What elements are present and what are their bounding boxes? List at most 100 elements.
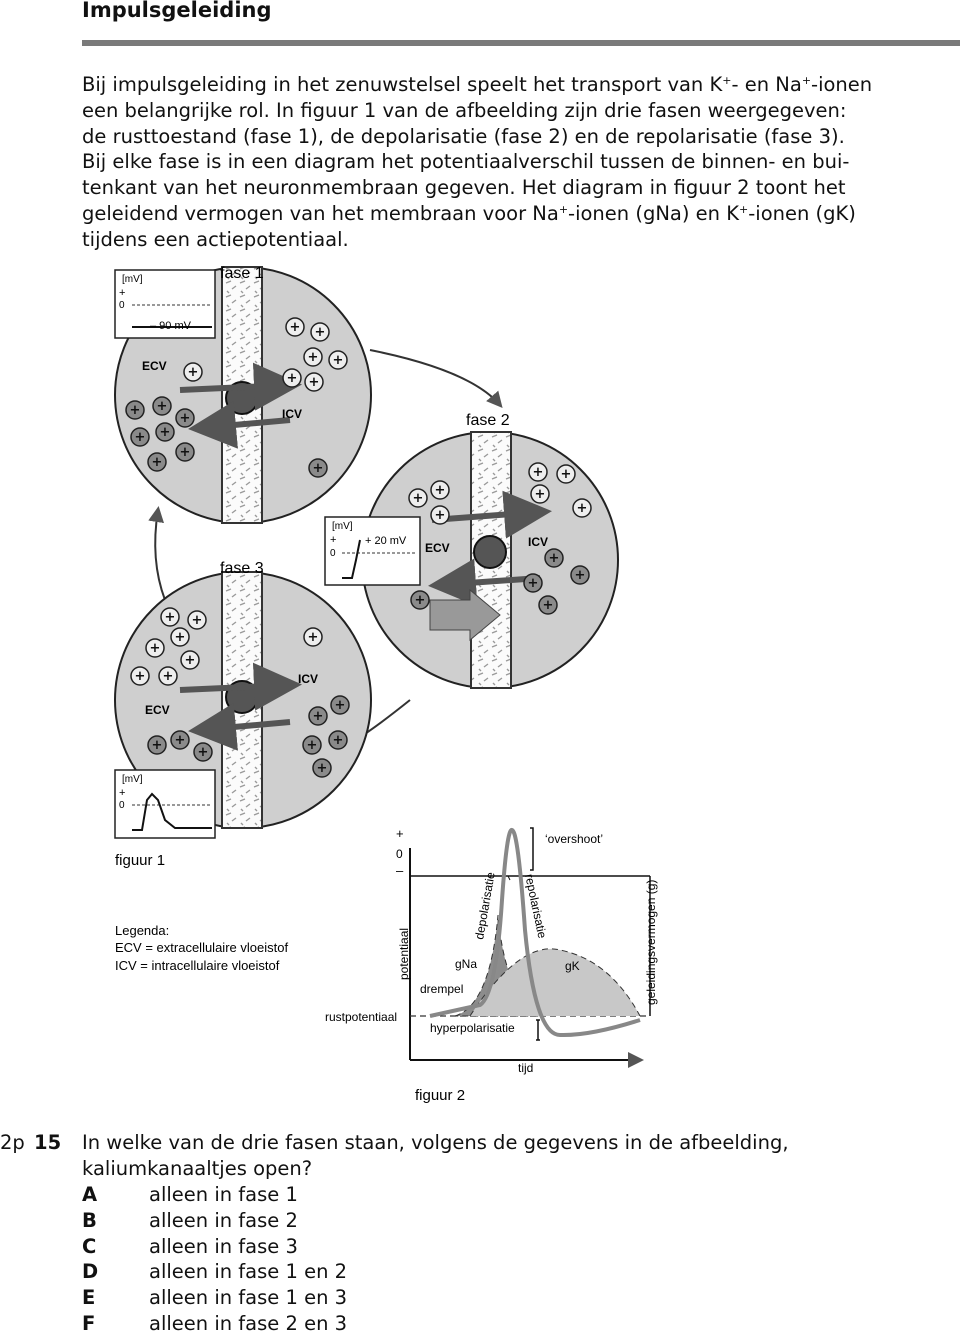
ion-plus-sign: + — [577, 501, 588, 516]
ion-plus-sign: + — [152, 738, 163, 753]
ion-plus-sign: + — [549, 551, 560, 566]
ion-plus-sign: + — [335, 698, 346, 713]
potentiaal-label: potentiaal — [397, 928, 411, 980]
cycle-arrow-3-1 — [148, 506, 166, 601]
phase-2-icv: ICV — [528, 535, 548, 549]
ion-plus-sign: + — [135, 669, 146, 684]
rustpotentiaal-label: rustpotentiaal — [325, 1010, 397, 1024]
ion-plus-sign: + — [333, 353, 344, 368]
legend-ecv: ECV = extracellulaire vloeistof — [115, 940, 288, 955]
ion-plus-sign: + — [575, 568, 586, 583]
phase-1-panel: fase 1 ECV ICV ++++++++ +++++++ [mV] + 0… — [114, 265, 372, 524]
ion-plus-sign: + — [135, 430, 146, 445]
svg-text:+: + — [119, 287, 125, 299]
ion-plus-sign: + — [308, 350, 319, 365]
intro-line-7: tijdens een actiepotentiaal. — [82, 227, 349, 251]
svg-text:0: 0 — [119, 800, 125, 811]
geleidingsvermogen-label: geleidingsvermogen (g) — [644, 880, 658, 1005]
ion-plus-sign: + — [160, 425, 171, 440]
ion-plus-sign: + — [533, 465, 544, 480]
gna-curve — [454, 914, 542, 1017]
phase-1-icv: ICV — [282, 407, 302, 421]
ion-plus-sign: + — [175, 630, 186, 645]
intro-line-3: de rusttoestand (fase 1), de depolarisat… — [82, 124, 845, 148]
legend-title: Legenda: — [115, 923, 169, 938]
phase-2-graph — [324, 516, 421, 586]
tijd-label: tijd — [518, 1061, 533, 1075]
ion-plus-sign: + — [415, 593, 426, 608]
ion-plus-sign: + — [163, 669, 174, 684]
intro-line-5: tenkant van het neuronmembraan gegeven. … — [82, 176, 846, 200]
ion-plus-sign: + — [309, 375, 320, 390]
phase-2-label: fase 2 — [466, 412, 510, 429]
intro-line-1: Bij impulsgeleiding in het zenuwstelsel … — [82, 73, 873, 96]
ion-plus-sign: + — [307, 738, 318, 753]
overshoot-label: ‘overshoot’ — [545, 832, 603, 846]
phase-1-ions-icv: +++++++ — [282, 317, 348, 478]
ion-plus-sign: + — [165, 610, 176, 625]
gk-label: gK — [565, 959, 580, 973]
ion-plus-sign: + — [180, 411, 191, 426]
intro-line-6: geleidend vermogen van het membraan voor… — [82, 201, 856, 225]
gna-label: gNa — [455, 957, 477, 971]
phase-2-channel — [473, 535, 507, 569]
phase-3-icv: ICV — [298, 672, 318, 686]
svg-text:+: + — [119, 787, 125, 799]
ion-plus-sign: + — [543, 598, 554, 613]
phase-3-ecv: ECV — [145, 703, 170, 717]
ion-plus-sign: + — [413, 491, 424, 506]
phase-3-label: fase 3 — [220, 560, 264, 577]
question-points: 2p — [0, 1131, 25, 1154]
action-potential-curve — [429, 827, 641, 1038]
phase-3-ions: ++++++++++++++++ — [130, 607, 350, 778]
phase-2-graph-unit: [mV] — [332, 521, 353, 532]
svg-text:+: + — [396, 826, 404, 841]
phase-1-ions-ecv: ++++++++ — [125, 362, 203, 472]
ion-plus-sign: + — [313, 709, 324, 724]
question-number: 15 — [34, 1131, 62, 1154]
phase-2-ecv: ECV — [425, 541, 450, 555]
title-rule — [82, 40, 960, 46]
ion-plus-sign: + — [435, 483, 446, 498]
ion-plus-sign: + — [192, 613, 203, 628]
ion-plus-sign: + — [157, 399, 168, 414]
ion-plus-sign: + — [561, 467, 572, 482]
ion-plus-sign: + — [528, 576, 539, 591]
svg-text:0: 0 — [119, 300, 125, 311]
phase-2-graph-value: + 20 mV — [365, 535, 407, 547]
phase-3-graph — [114, 769, 216, 839]
phase-1-label: fase 1 — [220, 265, 264, 282]
ion-plus-sign: + — [130, 403, 141, 418]
phase-1-graph-value: – 90 mV — [150, 320, 192, 332]
phase-2-panel: fase 2 ECV ICV ++++++++++++ [mV] + 0 + 2… — [324, 412, 619, 689]
svg-text:–: – — [396, 863, 404, 878]
phase-1-graph-unit: [mV] — [122, 274, 143, 285]
ion-plus-sign: + — [290, 320, 301, 335]
ion-plus-sign: + — [188, 365, 199, 380]
phase-2-ions: ++++++++++++ — [408, 462, 592, 615]
figure-1-caption: figuur 1 — [115, 852, 165, 869]
hyperpolarisatie-label: hyperpolarisatie — [430, 1021, 515, 1035]
ion-plus-sign: + — [535, 487, 546, 502]
ion-plus-sign: + — [185, 653, 196, 668]
legend-icv: ICV = intracellulaire vloeistof — [115, 958, 280, 973]
phase-3-graph-unit: [mV] — [122, 774, 143, 785]
drempel-label: drempel — [420, 982, 463, 996]
ion-plus-sign: + — [198, 745, 209, 760]
intro-line-2: een belangrijke rol. In figuur 1 van de … — [82, 98, 847, 122]
figure-2-diagram: + 0 – ‘overshoot’ depolarisatie repolari… — [325, 826, 658, 1104]
ion-plus-sign: + — [150, 641, 161, 656]
figure-illustration: fase 1 ECV ICV + + + + + + + + + + + + + + + [mV] + 0… — [114, 265, 658, 1104]
ion-plus-sign: + — [287, 371, 298, 386]
figure-2-caption: figuur 2 — [415, 1087, 465, 1104]
phase-3-panel: fase 3 ECV ICV ++++++++++++++++ [mV] + 0 — [114, 560, 372, 839]
ion-plus-sign: + — [333, 733, 344, 748]
question-stem: In welke van de drie fasen staan, volgen… — [82, 1131, 789, 1180]
